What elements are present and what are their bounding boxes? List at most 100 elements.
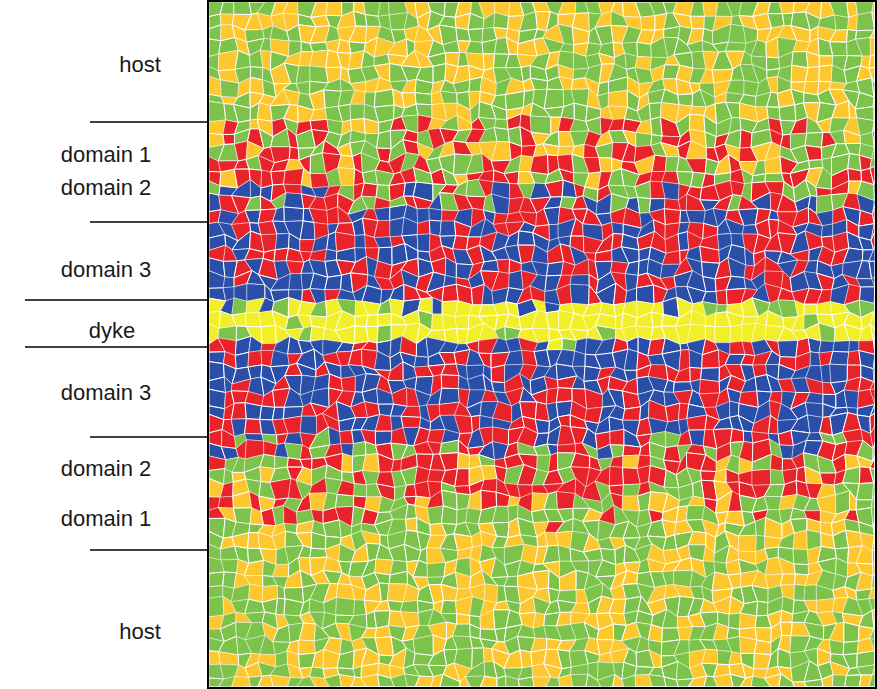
mineral-grain <box>482 39 497 54</box>
mineral-grain <box>390 284 404 301</box>
mineral-grain <box>705 313 716 327</box>
mineral-grain <box>374 261 392 279</box>
mineral-grain <box>289 273 303 290</box>
mineral-grain <box>848 168 862 181</box>
mineral-grain <box>338 168 355 186</box>
mineral-grain <box>543 144 559 156</box>
mineral-grain <box>378 2 389 16</box>
mineral-grain <box>546 311 559 331</box>
mineral-grain <box>374 89 394 107</box>
mineral-grain <box>454 221 471 237</box>
mineral-grain <box>806 378 823 395</box>
mineral-grain <box>561 103 574 119</box>
mineral-grain <box>571 218 584 236</box>
mineral-grain <box>271 129 291 148</box>
mineral-grain <box>636 119 652 134</box>
mineral-grain <box>341 376 355 392</box>
mineral-grain <box>571 259 589 275</box>
mineral-grain <box>843 467 861 484</box>
mineral-grain <box>455 315 469 329</box>
mineral-grain <box>429 220 441 236</box>
mineral-grain <box>830 351 849 365</box>
mineral-grain <box>403 140 419 155</box>
mineral-grain <box>351 257 368 275</box>
mineral-grain <box>354 484 367 497</box>
mineral-grain <box>402 104 419 117</box>
mineral-grain <box>610 445 624 458</box>
mineral-grain <box>272 407 284 420</box>
mineral-grain <box>442 314 457 330</box>
mineral-grain <box>637 285 655 304</box>
mineral-grain <box>638 197 651 213</box>
mineral-grain <box>596 283 616 305</box>
mineral-grain <box>232 298 247 315</box>
mineral-grain <box>440 91 457 103</box>
mineral-grain <box>870 468 875 483</box>
mineral-grain <box>548 453 557 473</box>
mineral-grain <box>791 89 804 105</box>
mineral-grain <box>752 174 766 183</box>
mineral-grain <box>857 12 875 31</box>
mineral-grain <box>872 277 875 287</box>
mineral-grain <box>404 484 417 497</box>
mineral-grain <box>366 315 378 327</box>
mineral-grain <box>458 453 470 469</box>
mineral-grain <box>664 380 674 392</box>
mineral-grain <box>355 235 365 248</box>
mineral-grain <box>574 103 587 121</box>
mineral-grain <box>766 311 784 328</box>
mineral-grain <box>494 128 509 142</box>
mineral-grain <box>354 11 367 26</box>
mineral-grain <box>716 401 730 420</box>
mineral-grain <box>686 210 705 223</box>
mineral-grain <box>364 2 381 16</box>
mineral-grain <box>505 231 519 247</box>
mineral-grain <box>432 298 442 314</box>
mineral-grain <box>730 429 743 443</box>
mineral-grain <box>678 232 689 251</box>
mineral-grain <box>310 289 326 304</box>
mineral-grain <box>745 248 755 266</box>
mineral-grain <box>816 168 831 190</box>
mineral-grain <box>808 338 821 353</box>
mineral-grain <box>595 11 611 27</box>
mineral-grain <box>442 284 458 301</box>
mineral-grain <box>779 105 796 121</box>
mineral-grain <box>505 350 524 365</box>
mineral-grain <box>664 470 679 488</box>
mineral-grain <box>848 15 858 31</box>
mineral-grain <box>440 453 459 471</box>
mineral-grain <box>819 341 834 353</box>
mineral-grain <box>544 377 558 390</box>
mineral-grain <box>283 416 301 433</box>
mineral-grain <box>235 50 250 69</box>
mineral-grain <box>676 310 692 326</box>
mineral-grain <box>220 482 233 497</box>
mineral-grain <box>328 427 340 445</box>
mineral-grain <box>830 30 848 43</box>
mineral-grain <box>777 194 797 211</box>
mineral-grain <box>325 26 339 42</box>
mineral-grain <box>457 115 472 131</box>
mineral-grain <box>832 101 850 118</box>
mineral-grain <box>390 217 404 236</box>
mineral-grain <box>765 156 782 173</box>
mineral-grain <box>595 143 612 159</box>
mineral-grain <box>365 442 377 455</box>
mineral-grain <box>558 24 574 44</box>
mineral-grain <box>819 323 835 341</box>
mineral-grain <box>482 284 493 304</box>
mineral-grain <box>751 40 766 57</box>
mineral-grain <box>275 233 289 249</box>
mineral-grain <box>806 180 817 197</box>
mineral-grain <box>770 454 782 471</box>
mineral-grain <box>209 101 226 121</box>
mineral-grain <box>300 416 317 435</box>
mineral-grain <box>637 42 652 57</box>
mineral-grain <box>678 94 693 106</box>
mineral-grain <box>726 80 744 94</box>
mineral-grain <box>337 11 356 28</box>
mineral-grain <box>636 133 652 147</box>
mineral-grain <box>284 388 303 407</box>
mineral-grain <box>378 454 394 473</box>
